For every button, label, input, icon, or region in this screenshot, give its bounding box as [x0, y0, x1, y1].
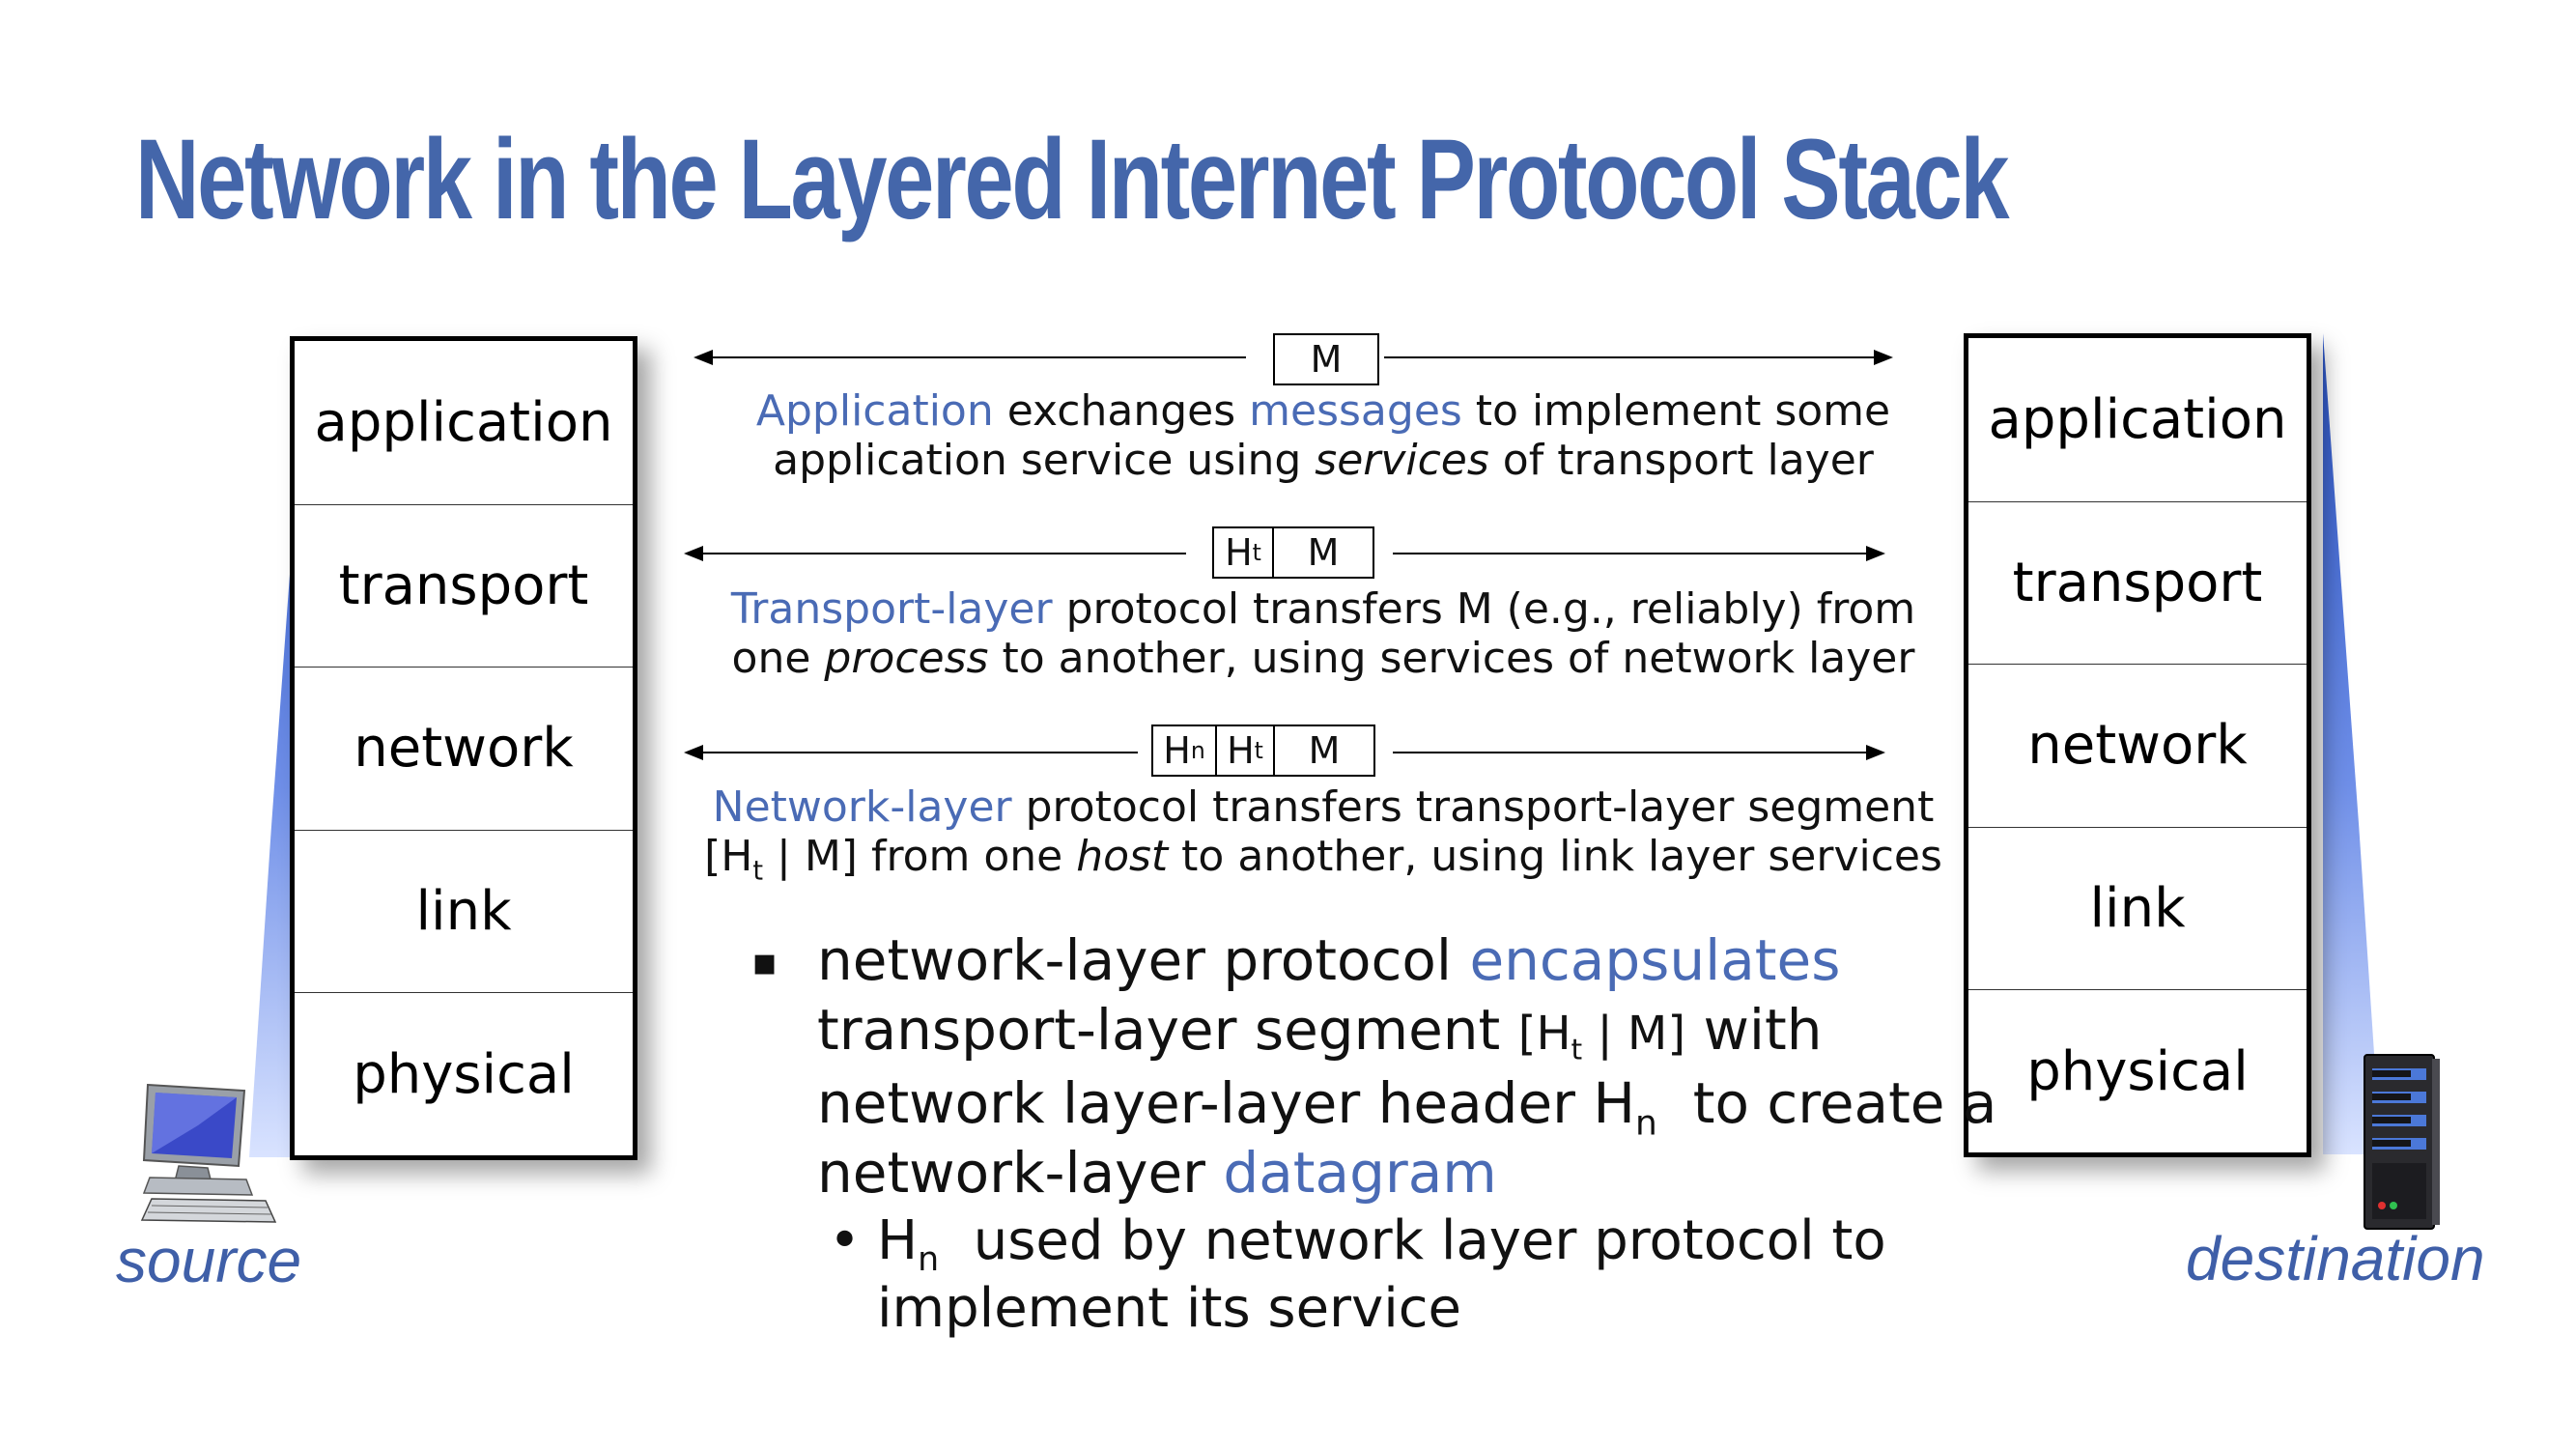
- destination-layer-application: application: [1988, 387, 2287, 451]
- destination-protocol-stack: application transport network link physi…: [1964, 333, 2311, 1157]
- source-caption: source: [116, 1226, 302, 1295]
- source-layer-physical: physical: [295, 992, 633, 1155]
- application-description: Application exchanges messages to implem…: [755, 386, 1891, 485]
- network-description: Network-layer protocol transfers transpo…: [704, 782, 1942, 887]
- transport-arrow-left: [684, 546, 1186, 561]
- message-cell: M: [1272, 528, 1373, 577]
- round-bullet-icon: •: [829, 1209, 862, 1272]
- bullet-list: ▪ network-layer protocol encapsulates tr…: [751, 925, 1996, 1343]
- bullet-subitem-header-usage: • Hn used by network layer protocol to i…: [829, 1209, 1886, 1340]
- source-layer-link: link: [295, 829, 633, 993]
- destination-layer-network: network: [1968, 664, 2307, 827]
- source-layer-application: application: [314, 390, 613, 454]
- destination-shade: [2323, 333, 2381, 1154]
- message-cell: M: [1273, 726, 1373, 775]
- destination-layer-link: link: [1968, 826, 2307, 990]
- server-tower-icon: [2364, 1054, 2440, 1230]
- desktop-computer-icon: [140, 1083, 277, 1223]
- network-arrow-left: [684, 745, 1138, 760]
- square-bullet-icon: ▪: [751, 940, 778, 984]
- page-title: Network in the Layered Internet Protocol…: [135, 116, 2010, 243]
- destination-caption: destination: [2186, 1224, 2485, 1293]
- destination-layer-transport: transport: [1968, 500, 2307, 665]
- source-protocol-stack: application transport network link physi…: [290, 336, 637, 1160]
- source-layer-network: network: [295, 667, 633, 830]
- bullet-item-encapsulation: ▪ network-layer protocol encapsulates tr…: [751, 927, 1997, 1206]
- destination-layer-physical: physical: [1968, 989, 2307, 1152]
- network-arrow-right: [1393, 745, 1885, 760]
- application-message-pdu: M: [1273, 333, 1379, 385]
- transport-arrow-right: [1393, 546, 1885, 561]
- transport-description: Transport-layer protocol transfers M (e.…: [730, 584, 1916, 683]
- message-cell: M: [1310, 338, 1343, 381]
- application-arrow-left: [694, 350, 1246, 365]
- source-layer-transport: transport: [295, 503, 633, 668]
- application-arrow-right: [1384, 350, 1893, 365]
